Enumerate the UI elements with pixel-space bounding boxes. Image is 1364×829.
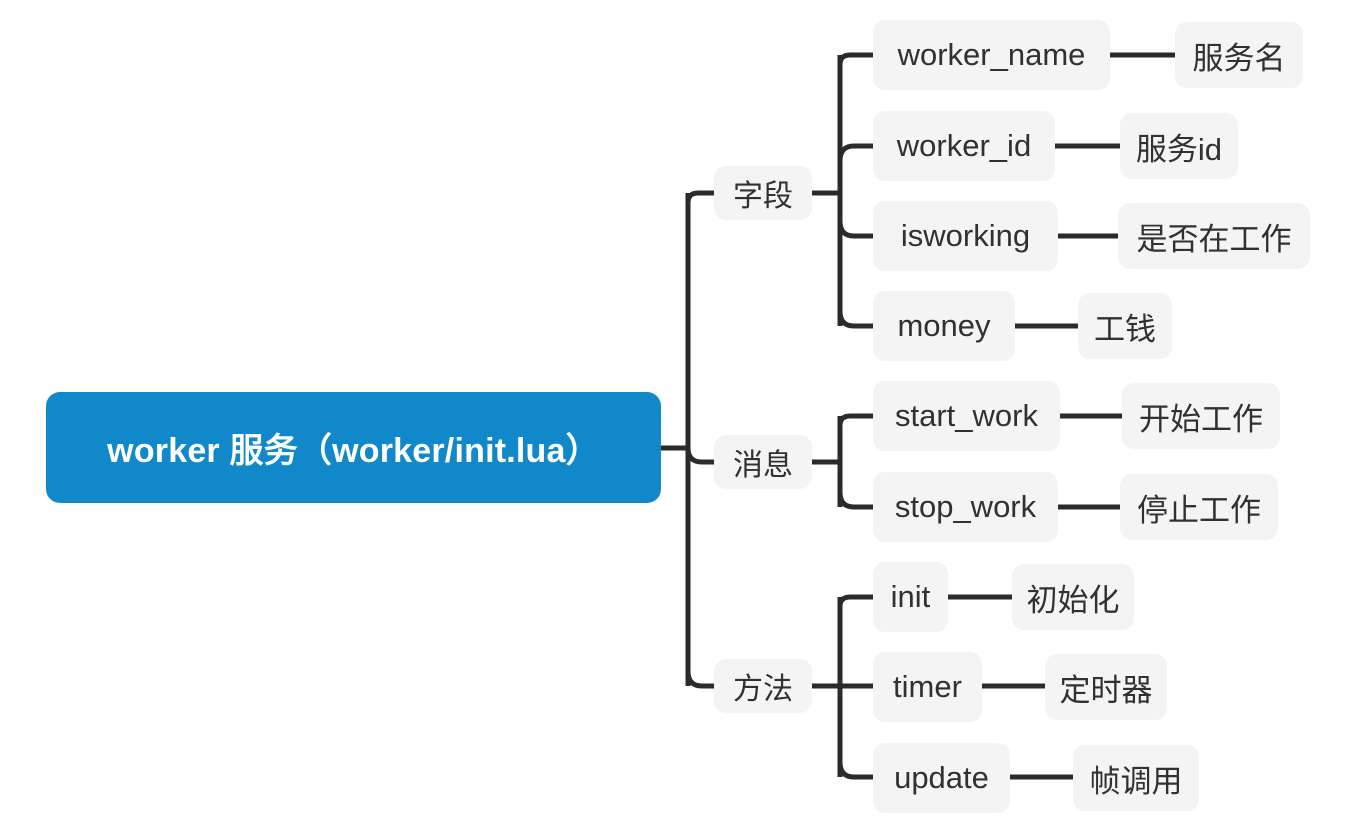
desc-node-worker-name: 服务名 xyxy=(1175,22,1303,88)
leaf-node-worker-id[interactable]: worker_id xyxy=(873,111,1055,181)
desc-node-worker-id: 服务id xyxy=(1120,113,1238,179)
desc-node-stop-work: 停止工作 xyxy=(1120,474,1278,540)
leaf-node-update[interactable]: update xyxy=(873,743,1010,813)
edge-spine-to-fields xyxy=(685,190,714,208)
edge-messages-to-start-work xyxy=(837,413,873,431)
edge-fields-to-money xyxy=(837,310,873,329)
leaf-node-timer[interactable]: timer xyxy=(873,652,982,722)
desc-node-init: 初始化 xyxy=(1012,564,1134,630)
leaf-node-isworking[interactable]: isworking xyxy=(873,201,1058,271)
edge-methods-to-update xyxy=(837,761,873,780)
root-node-worker-service[interactable]: worker 服务（worker/init.lua） xyxy=(46,392,661,503)
desc-node-update: 帧调用 xyxy=(1073,745,1199,811)
desc-node-money: 工钱 xyxy=(1078,293,1172,359)
leaf-node-init[interactable]: init xyxy=(873,562,948,632)
branch-node-fields[interactable]: 字段 xyxy=(714,166,812,220)
edge-messages-to-stop-work xyxy=(837,491,873,510)
leaf-node-start-work[interactable]: start_work xyxy=(873,381,1060,451)
desc-node-start-work: 开始工作 xyxy=(1122,383,1280,449)
desc-node-timer: 定时器 xyxy=(1045,654,1167,720)
leaf-node-money[interactable]: money xyxy=(873,291,1015,361)
edge-fields-to-isworking xyxy=(837,220,873,239)
edge-spine-to-messages xyxy=(685,447,714,465)
edge-fields-to-worker-id xyxy=(837,143,873,162)
branch-node-methods[interactable]: 方法 xyxy=(714,659,812,713)
leaf-node-worker-name[interactable]: worker_name xyxy=(873,20,1110,90)
leaf-node-stop-work[interactable]: stop_work xyxy=(873,472,1058,542)
edge-fields-to-worker-name xyxy=(837,52,873,70)
edge-methods-to-init xyxy=(837,594,873,612)
edge-spine-to-methods xyxy=(685,670,714,689)
branch-node-messages[interactable]: 消息 xyxy=(714,435,812,489)
desc-node-isworking: 是否在工作 xyxy=(1118,203,1310,269)
